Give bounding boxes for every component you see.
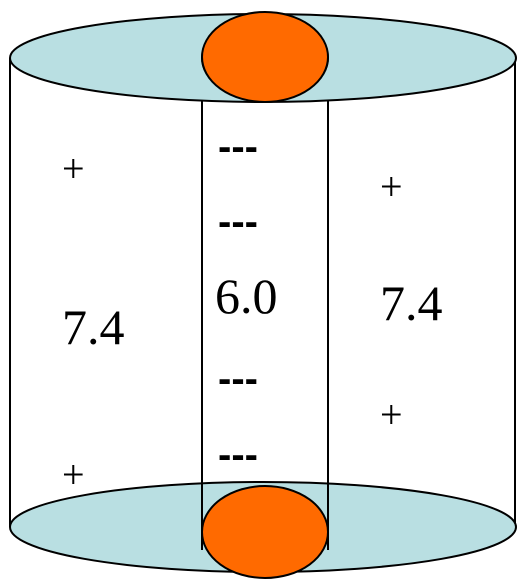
plus-right-top: +: [380, 164, 403, 209]
left-value: 7.4: [62, 299, 125, 355]
plus-right-bottom: +: [380, 392, 403, 437]
bottom-node: [202, 486, 328, 578]
center-value: 6.0: [215, 268, 278, 324]
dashes-4: ---: [218, 433, 258, 477]
dashes-1: ---: [218, 125, 258, 169]
right-value: 7.4: [380, 275, 443, 331]
plus-left-top: +: [62, 146, 85, 191]
plus-left-bottom: +: [62, 452, 85, 497]
dashes-2: ---: [218, 200, 258, 244]
dashes-3: ---: [218, 357, 258, 401]
top-node: [202, 12, 328, 102]
